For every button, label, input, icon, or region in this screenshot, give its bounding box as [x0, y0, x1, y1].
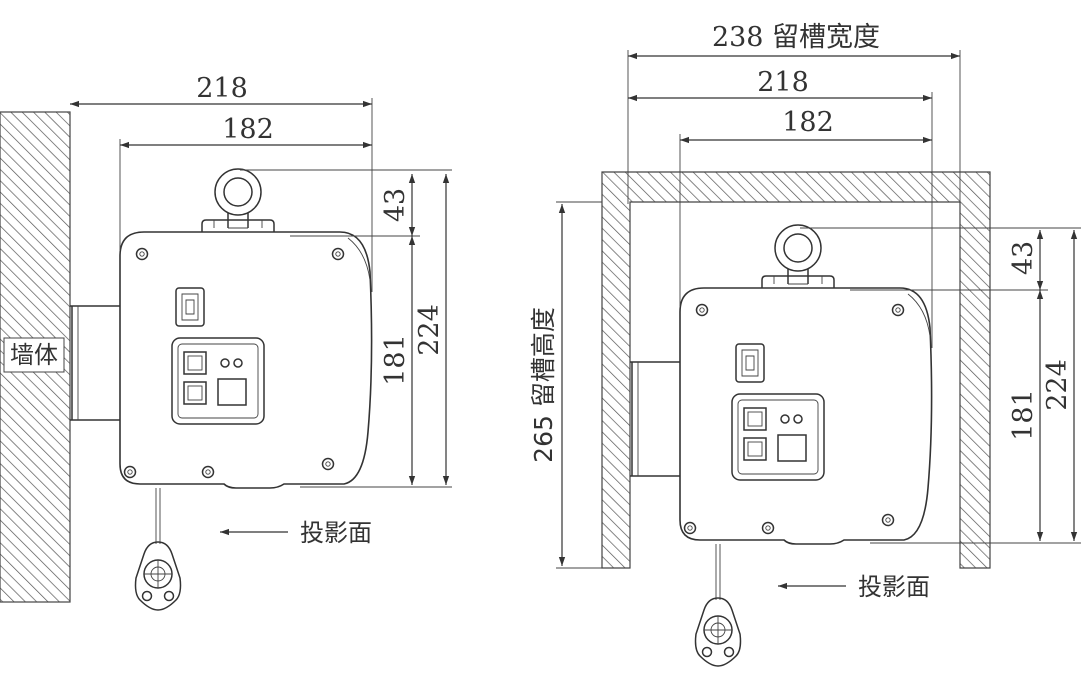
right-view: 238 留槽宽度 218 182 265 留槽高度 43 181 224 投影面	[529, 22, 1081, 667]
dim-182-right: 182	[782, 107, 834, 138]
left-view: 墙体 218 182 43 181 224 投影面	[0, 73, 452, 611]
dim-43-right: 43	[1008, 241, 1039, 275]
dim-43-left: 43	[380, 188, 411, 222]
dim-181-right: 181	[1008, 389, 1039, 441]
projection-label-right: 投影面	[858, 573, 930, 601]
dim-265-slot-height: 265 留槽高度	[529, 307, 558, 463]
projection-label-left: 投影面	[300, 519, 372, 547]
dim-181-left: 181	[380, 334, 411, 386]
wall-bracket	[70, 296, 127, 430]
dim-224-left: 224	[414, 304, 445, 356]
dim-218-left: 218	[196, 73, 248, 104]
dim-224-right: 224	[1042, 359, 1073, 411]
dim-238-slot-width: 238 留槽宽度	[712, 22, 880, 53]
wall-bracket-right	[630, 352, 687, 486]
wall-label-box	[3, 337, 65, 373]
wall-label: 墙体	[10, 341, 58, 369]
dim-218-right: 218	[757, 67, 809, 98]
dim-182-left: 182	[222, 114, 274, 145]
